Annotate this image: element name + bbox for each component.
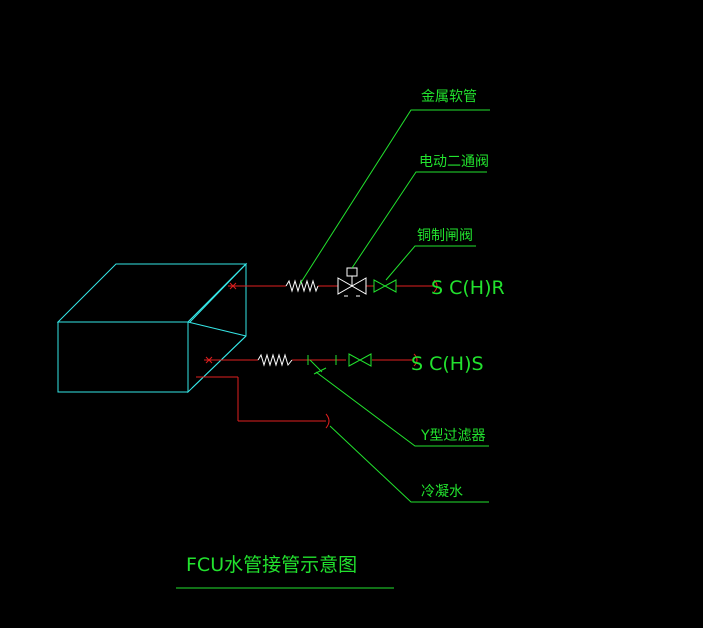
leader-metal-hose	[299, 109, 490, 285]
gate-valve-return-icon	[373, 279, 397, 293]
leader-lines	[176, 109, 490, 589]
metal-hose-supply-icon	[257, 353, 293, 367]
fcu-side-diagonal	[189, 263, 247, 323]
metal-hose-return-icon	[285, 279, 319, 293]
label-y-strainer: Y型过滤器	[420, 428, 486, 444]
label-condensate: 冷凝水	[421, 484, 463, 500]
fcu-side-face	[187, 262, 247, 394]
label-return-pipe: S C(H)R	[431, 277, 505, 299]
diagram-title: FCU水管接管示意图	[186, 554, 357, 576]
leader-condensate	[329, 425, 489, 503]
condensate-pipe	[196, 376, 326, 422]
leader-y-strainer	[315, 371, 489, 447]
label-supply-pipe: S C(H)S	[411, 353, 484, 375]
label-copper-gate-valve: 铜制闸阀	[417, 228, 473, 244]
fcu-side-diagonal-2	[187, 321, 247, 337]
label-metal-hose: 金属软管	[421, 89, 477, 105]
two-way-valve-icon	[337, 267, 367, 297]
fcu-front-face	[57, 321, 189, 393]
y-strainer-icon	[307, 355, 337, 375]
condensate-pipe-break-icon	[325, 413, 330, 429]
leader-gate-valve	[385, 245, 476, 281]
fcu-side-diagonal-3	[191, 335, 247, 389]
return-pipe-end-marker	[229, 282, 237, 290]
supply-pipe-end-marker	[205, 356, 213, 364]
label-two-way-valve: 电动二通阀	[419, 154, 489, 170]
return-pipe-break-icon	[433, 279, 438, 293]
leader-two-way-valve	[351, 171, 487, 269]
gate-valve-supply-icon	[348, 353, 372, 367]
fcu-unit	[56, 262, 248, 394]
supply-pipe-break-icon	[413, 353, 418, 367]
